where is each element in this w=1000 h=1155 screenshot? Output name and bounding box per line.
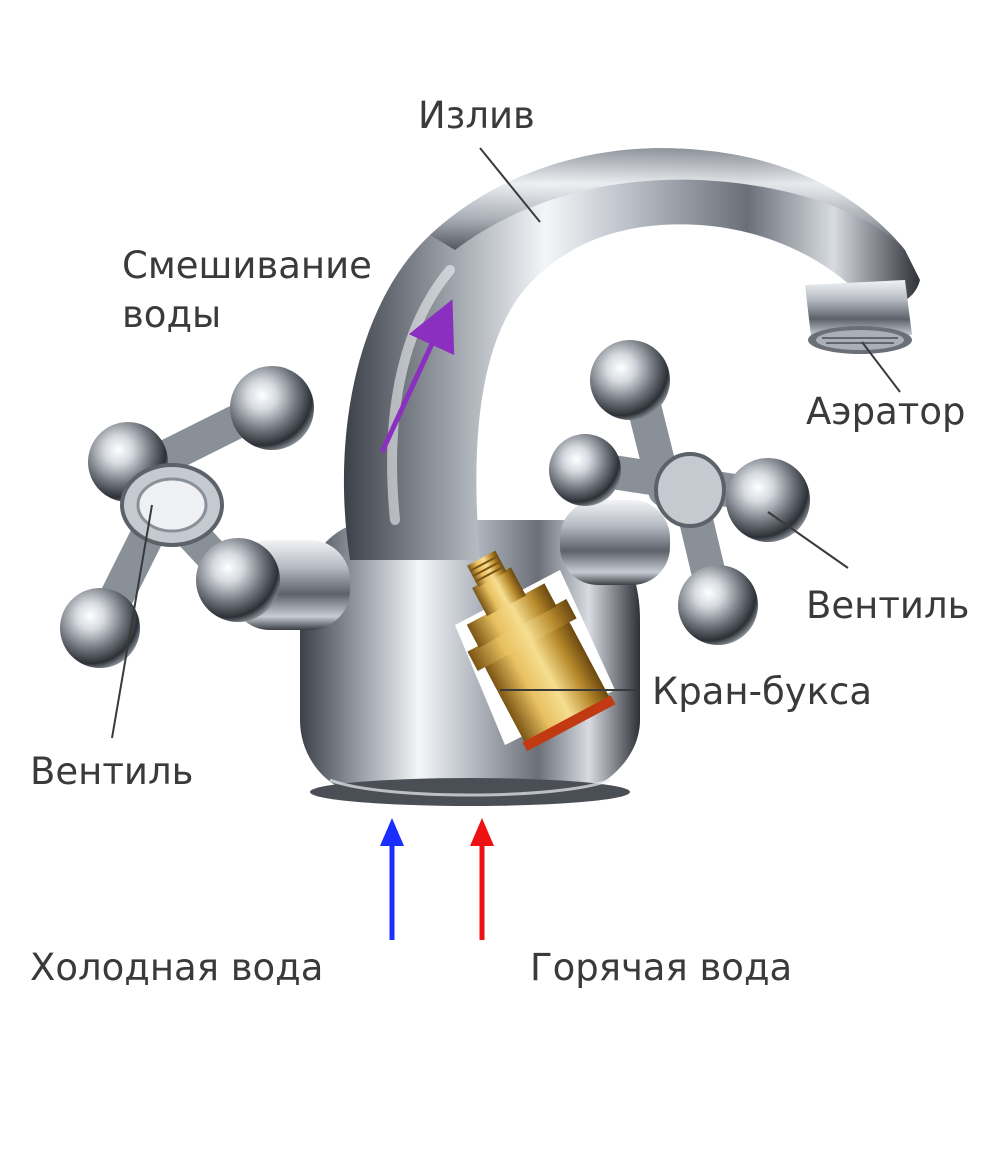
- mixing-label: Смешивание воды: [122, 244, 372, 336]
- valve-right-label: Вентиль: [806, 584, 970, 627]
- leader-spout: [479, 147, 541, 223]
- leader-lines: [111, 147, 901, 739]
- cartridge-label: Кран-букса: [652, 670, 873, 713]
- hot-water-arrow: [470, 818, 494, 940]
- mixing-arrow: [379, 299, 455, 454]
- valve-left-label: Вентиль: [30, 750, 194, 793]
- leader-valve-right: [767, 511, 849, 569]
- cold-water-label: Холодная вода: [30, 946, 324, 989]
- aerator-label: Аэратор: [806, 390, 966, 433]
- spout-label: Излив: [418, 94, 535, 137]
- aerator-nozzle: [805, 280, 912, 354]
- cross-handle-left: [60, 366, 350, 668]
- cold-water-arrow: [380, 818, 404, 940]
- cross-handle-right: [549, 340, 810, 645]
- hot-water-label: Горячая вода: [530, 946, 793, 989]
- leader-aerator: [861, 341, 901, 393]
- leader-valve-left: [111, 504, 153, 739]
- spout: [343, 148, 921, 560]
- brass-cartridge: [455, 550, 616, 752]
